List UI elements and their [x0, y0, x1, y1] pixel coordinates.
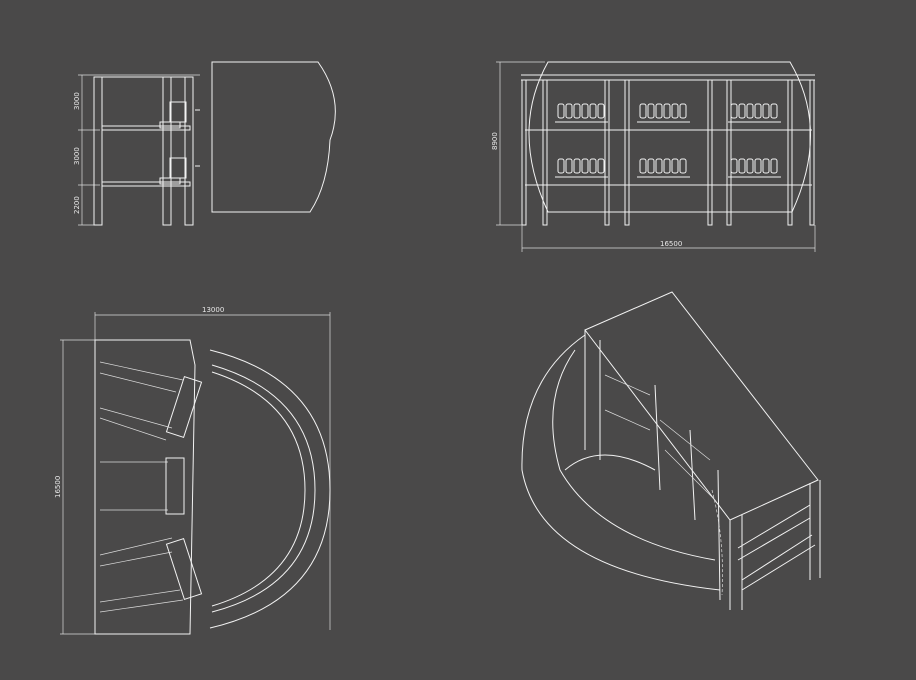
seat — [663, 158, 671, 174]
seat — [565, 158, 573, 174]
seat — [655, 158, 663, 174]
support-post — [521, 79, 527, 226]
support-post — [542, 79, 548, 226]
seat — [639, 103, 647, 119]
seat — [597, 103, 605, 119]
dim-plan-width-13000: 13000 — [202, 306, 224, 314]
dim-lower-2200: 2200 — [73, 196, 81, 214]
support-post — [624, 79, 630, 226]
seat — [754, 103, 762, 119]
seat — [647, 158, 655, 174]
seat — [730, 158, 738, 174]
seat — [738, 103, 746, 119]
dim-middle-3000: 3000 — [73, 147, 81, 165]
seat — [597, 158, 605, 174]
seat — [679, 103, 687, 119]
seat — [679, 158, 687, 174]
seat — [655, 103, 663, 119]
support-post — [726, 79, 732, 226]
side-elevation: 3000 3000 2200 — [73, 61, 336, 226]
seat — [762, 103, 770, 119]
seat — [639, 158, 647, 174]
seat — [762, 158, 770, 174]
support-post — [707, 79, 713, 226]
seat — [746, 158, 754, 174]
seat — [770, 158, 778, 174]
plan-view: 13000 16500 — [54, 306, 331, 635]
support-post — [604, 79, 610, 226]
seat — [663, 103, 671, 119]
seat — [671, 103, 679, 119]
seat — [581, 103, 589, 119]
support-post — [809, 79, 815, 226]
seat — [770, 103, 778, 119]
seat — [746, 103, 754, 119]
seat — [557, 158, 565, 174]
dim-upper-3000: 3000 — [73, 92, 81, 110]
isometric-view — [521, 291, 821, 610]
seat — [671, 158, 679, 174]
front-elevation: 8900 16500 — [491, 61, 816, 252]
seat — [738, 158, 746, 174]
seat — [589, 103, 597, 119]
seat — [647, 103, 655, 119]
seat — [730, 103, 738, 119]
seat — [557, 103, 565, 119]
dim-height-8900: 8900 — [491, 132, 499, 150]
seat — [565, 103, 573, 119]
seat — [573, 103, 581, 119]
seat — [589, 158, 597, 174]
dim-width-16500: 16500 — [660, 240, 682, 248]
dim-plan-height-16500: 16500 — [54, 476, 62, 498]
seat — [581, 158, 589, 174]
seat — [754, 158, 762, 174]
seat — [573, 158, 581, 174]
support-post — [787, 79, 793, 226]
